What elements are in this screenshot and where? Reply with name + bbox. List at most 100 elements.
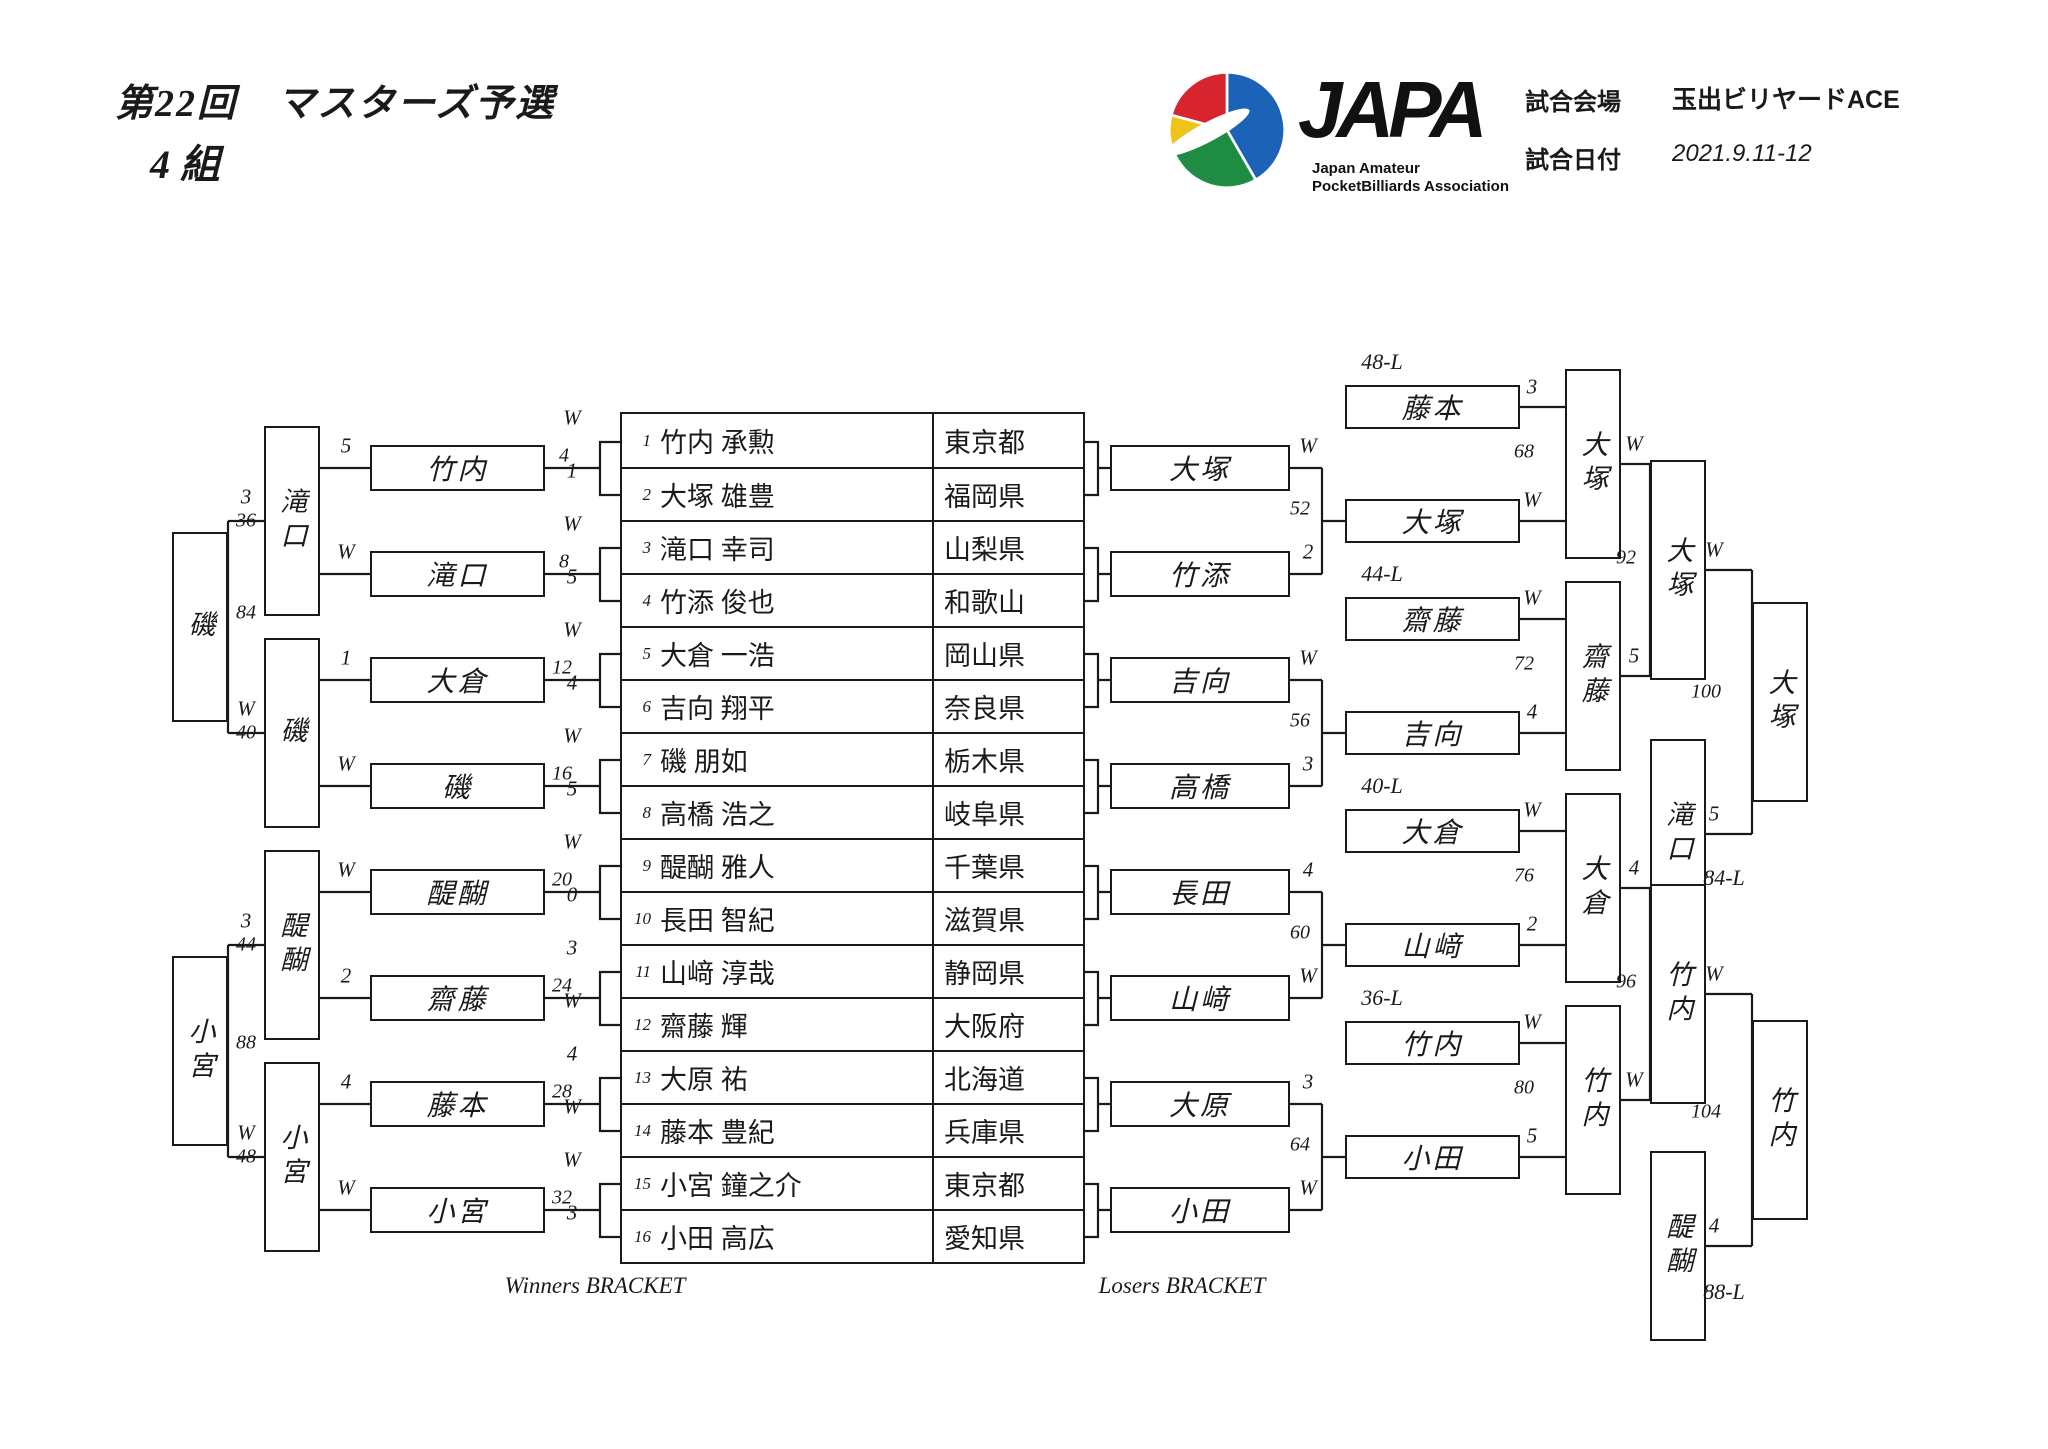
m76-score-bottom: 2 — [1526, 911, 1538, 936]
m12-match-no: 12 — [552, 656, 572, 679]
lb-r2-winner-box-2: 吉向 — [1345, 711, 1520, 755]
lb-r1-box-2: 竹添 — [1110, 551, 1290, 597]
lb-r4-winner-box-1: 大塚 — [1650, 460, 1706, 680]
player-name: 大倉 一浩 — [660, 641, 775, 671]
m80-score-bottom: 5 — [1526, 1123, 1538, 1148]
wb-r2-winner-box-3: 醍醐 — [264, 850, 320, 1040]
lb-r1-box-1: 大塚 — [1110, 445, 1290, 491]
m32-score-bottom: 3 — [566, 1200, 578, 1225]
wb-r1-winner-box-3: 大倉 — [370, 657, 545, 703]
m100-score-top: W — [1705, 537, 1723, 562]
player-prefecture: 福岡県 — [944, 482, 1025, 512]
japa-wordmark: JAPA — [1298, 65, 1487, 154]
m40-score-top: 1 — [340, 645, 352, 670]
m8-match-no: 8 — [559, 550, 569, 573]
player-number: 14 — [634, 1120, 651, 1140]
drop-label-84L: 84-L — [1703, 865, 1745, 890]
m68-score-top: 3 — [1526, 374, 1538, 399]
m24-score-bottom: W — [563, 988, 581, 1013]
player-number: 2 — [642, 484, 652, 504]
player-number: 12 — [634, 1014, 651, 1034]
lb-r2-drop-box-3: 大倉 — [1345, 809, 1520, 853]
m76-score-top: W — [1523, 797, 1541, 822]
m72-score-bottom: 4 — [1526, 699, 1538, 724]
m104-match-no: 104 — [1691, 1100, 1721, 1123]
m84-score-bottom: W — [237, 696, 255, 721]
player-name: 長田 智紀 — [660, 906, 775, 936]
m96-score-top: 4 — [1628, 855, 1640, 880]
player-name: 高橋 浩之 — [660, 800, 775, 830]
wb-r1-winner-box-4: 磯 — [370, 763, 545, 809]
player-prefecture: 岐阜県 — [944, 800, 1025, 830]
m16-score-bottom: 5 — [566, 776, 578, 801]
group-number: 4 組 — [150, 142, 220, 187]
lb-r2-drop-box-1: 藤本 — [1345, 385, 1520, 429]
player-number: 1 — [642, 430, 652, 450]
m4-match-no: 4 — [559, 444, 569, 467]
m96-score-bottom: W — [1625, 1067, 1643, 1092]
player-number: 8 — [642, 802, 652, 822]
m64-score-bottom: W — [1299, 1175, 1317, 1200]
player-prefecture: 山梨県 — [944, 535, 1025, 565]
player-name: 小田 高広 — [660, 1224, 775, 1254]
m60-score-top: 4 — [1302, 857, 1314, 882]
m56-score-bottom: 3 — [1302, 751, 1314, 776]
japa-subtitle-line2: PocketBilliards Association — [1312, 178, 1510, 195]
wb-r2-winner-box-4: 小宮 — [264, 1062, 320, 1252]
player-name: 藤本 豊紀 — [660, 1118, 775, 1148]
player-prefecture: 和歌山 — [944, 588, 1025, 618]
player-number: 6 — [642, 696, 652, 716]
m36-score-top: 5 — [340, 433, 352, 458]
m24-score-top: 3 — [566, 935, 578, 960]
player-prefecture: 愛知県 — [944, 1224, 1025, 1254]
m104-score-top: W — [1705, 961, 1723, 986]
m4-score-top: W — [563, 405, 581, 430]
lb-final-winner-box-1: 大塚 — [1752, 602, 1808, 802]
lb-r4-winner-box-2: 竹内 — [1650, 884, 1706, 1104]
player-prefecture: 東京都 — [944, 1171, 1025, 1201]
m64-score-top: 3 — [1302, 1069, 1314, 1094]
m92-score-bottom: 5 — [1628, 643, 1640, 668]
player-prefecture: 東京都 — [944, 428, 1025, 458]
player-prefecture: 大阪府 — [944, 1012, 1025, 1042]
drop-label-36L: 36-L — [1361, 985, 1403, 1010]
m4-score-bottom: 1 — [566, 458, 578, 483]
player-name: 吉向 翔平 — [660, 694, 775, 724]
venue-label: 試合会場 — [1525, 89, 1621, 116]
m40-score-bottom: W — [337, 751, 355, 776]
wb-r2-winner-box-1: 滝口 — [264, 426, 320, 616]
m100-match-no: 100 — [1691, 680, 1721, 703]
lb-r1-box-4: 高橋 — [1110, 763, 1290, 809]
lb-r1-box-5: 長田 — [1110, 869, 1290, 915]
m48-score-top: 4 — [340, 1069, 352, 1094]
player-name: 滝口 幸司 — [660, 535, 775, 565]
player-name: 大塚 雄豊 — [660, 482, 775, 512]
winners-bracket-label: Winners BRACKET — [504, 1273, 686, 1298]
m68-match-no: 68 — [1514, 440, 1534, 463]
m80-match-no: 80 — [1514, 1076, 1534, 1099]
wb-r1-winner-box-5: 醍醐 — [370, 869, 545, 915]
player-prefecture: 北海道 — [944, 1065, 1025, 1095]
m48-match-no: 48 — [236, 1145, 256, 1168]
m48-score-bottom: W — [337, 1175, 355, 1200]
wb-r1-winner-box-8: 小宮 — [370, 1187, 545, 1233]
wb-sf-winner-box-2: 小宮 — [172, 956, 228, 1146]
lb-r1-box-6: 山﨑 — [1110, 975, 1290, 1021]
m20-match-no: 20 — [552, 868, 572, 891]
lb-r2-drop-box-4: 竹内 — [1345, 1021, 1520, 1065]
wb-r1-winner-box-7: 藤本 — [370, 1081, 545, 1127]
player-number: 10 — [634, 908, 651, 928]
m56-score-top: W — [1299, 645, 1317, 670]
m16-score-top: W — [563, 723, 581, 748]
m60-match-no: 60 — [1290, 921, 1310, 944]
page-title: 第22回 マスターズ予選 — [115, 83, 556, 125]
m68-score-bottom: W — [1523, 487, 1541, 512]
logo-swoosh — [1166, 108, 1250, 156]
